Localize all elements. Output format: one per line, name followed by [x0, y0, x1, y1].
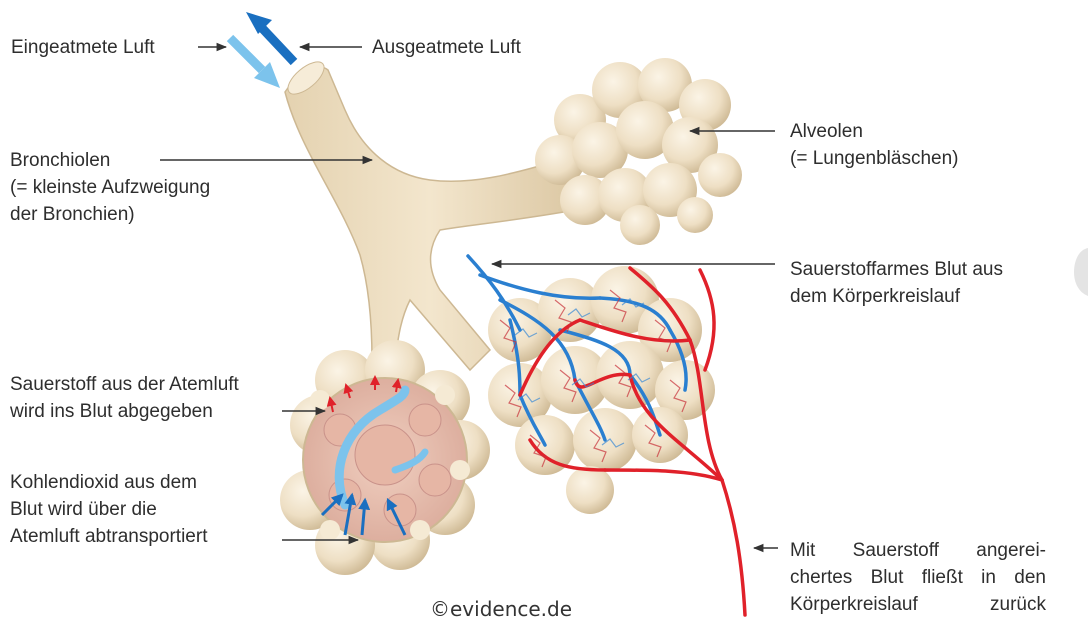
label-deoxygenated-blood: Sauerstoffarmes Blut aus dem Körperkreis… [790, 256, 1003, 310]
air-flow-arrows [230, 12, 294, 88]
label-inhaled-air: Eingeatmete Luft [11, 34, 155, 61]
label-oxygen-released: Sauerstoff aus der Atemluft wird ins Blu… [10, 371, 239, 425]
alveoli-cluster-top [535, 58, 742, 245]
alveoli-cluster-capillaries [468, 256, 745, 615]
label-exhaled-air: Ausgeatmete Luft [372, 34, 521, 61]
edge-decoration [1074, 248, 1088, 296]
label-co2-removed: Kohlendioxid aus dem Blut wird über die … [10, 469, 207, 550]
label-bronchioles: Bronchiolen (= kleinste Aufzweigung der … [10, 147, 210, 228]
label-oxygenated-blood: Mit Sauerstoff angerei- chertes Blut fli… [790, 537, 1046, 618]
copyright-notice: ©evidence.de [430, 597, 572, 621]
label-alveoli: Alveolen (= Lungenbläschen) [790, 118, 959, 172]
